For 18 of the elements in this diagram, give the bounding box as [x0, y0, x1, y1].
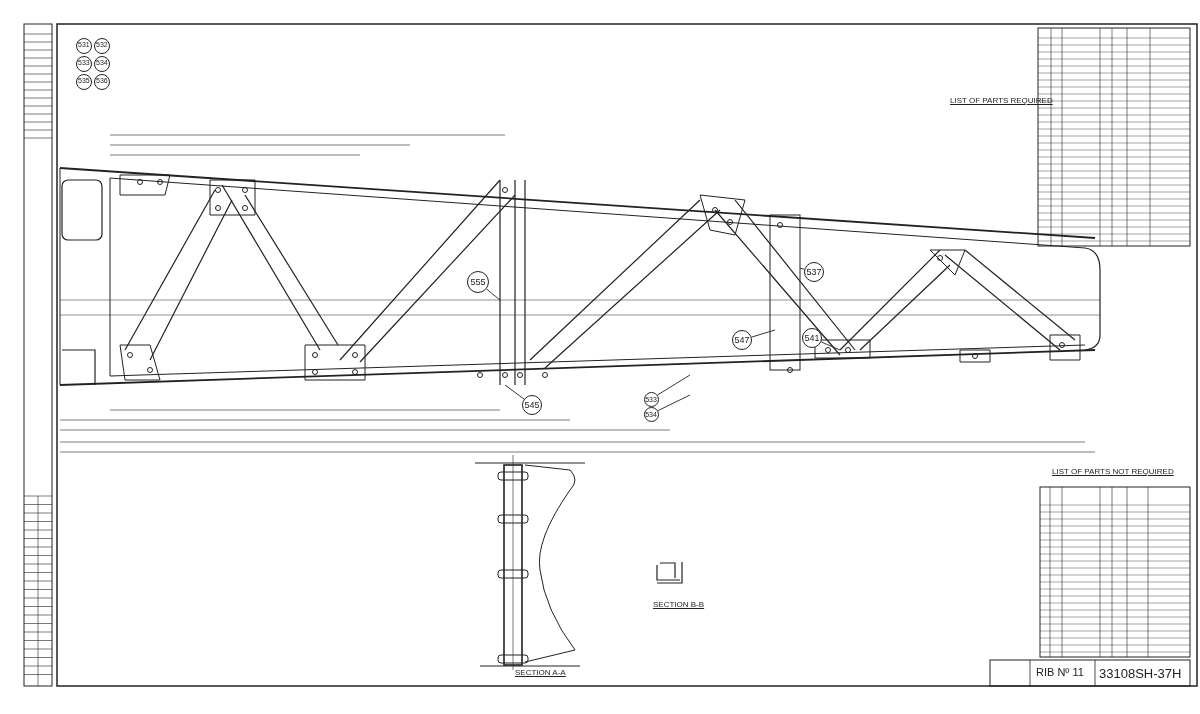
leader-line — [656, 374, 691, 396]
leader-line — [799, 267, 805, 270]
drawing-number: 33108SH-37H — [1099, 666, 1182, 681]
leader-line — [504, 384, 525, 400]
table-heading: LIST OF PARTS NOT REQUIRED — [1052, 467, 1174, 476]
section-title: SECTION B-B — [653, 600, 705, 609]
leader-line — [751, 329, 776, 338]
section-title: SECTION A-A — [515, 668, 566, 677]
leader-line — [657, 394, 691, 412]
callout-number: 555 — [467, 271, 489, 293]
callout-number: 547 — [732, 330, 752, 350]
drawing-title: RIB Nº 11 — [1036, 666, 1084, 678]
table-heading: LIST OF PARTS REQUIRED — [950, 96, 1053, 105]
leader-line — [820, 341, 841, 351]
leader-line — [486, 288, 501, 301]
callout-number: 541 — [802, 328, 822, 348]
callout-number: 537 — [804, 262, 824, 282]
callout-number: 545 — [522, 395, 542, 415]
